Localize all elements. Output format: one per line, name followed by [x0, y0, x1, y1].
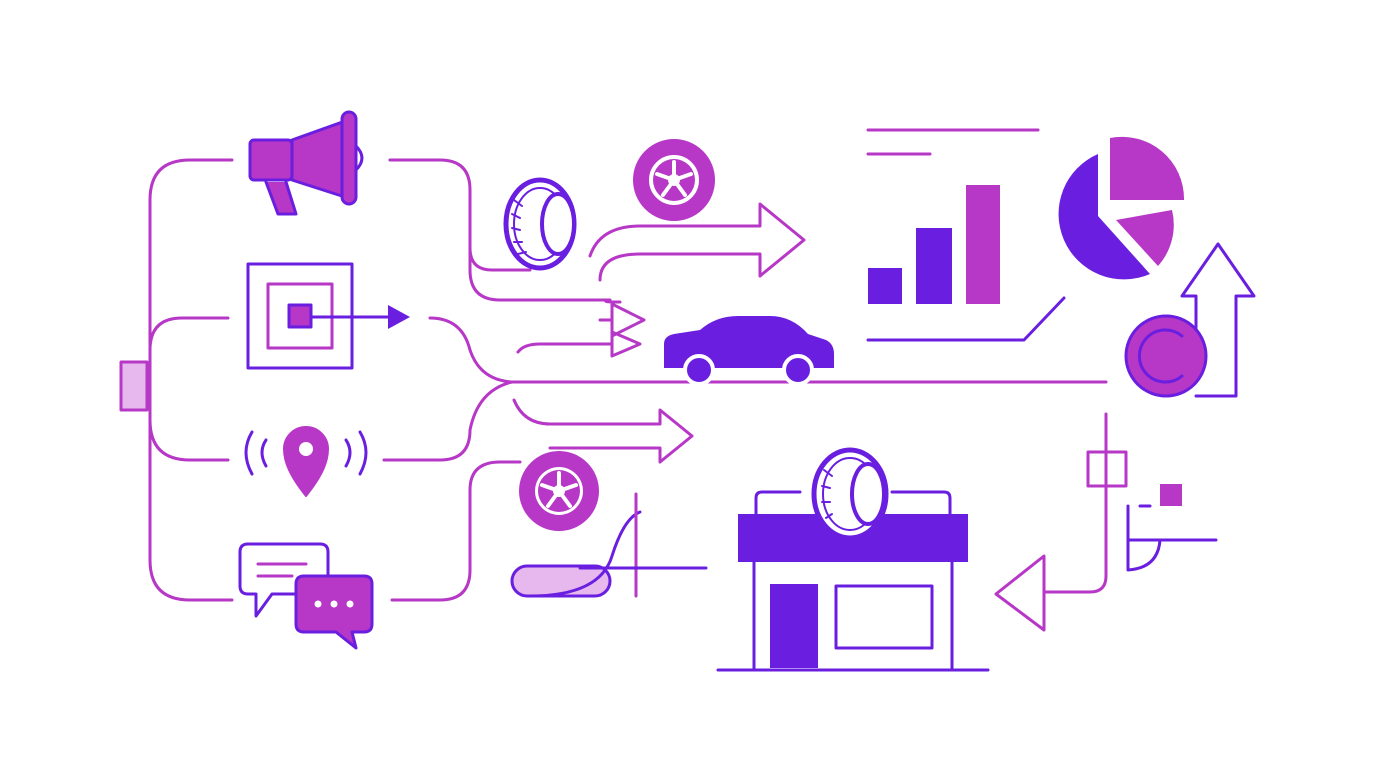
flow-arrow-2 [558, 298, 646, 338]
bar-1 [868, 268, 902, 304]
bar-chart-icon [866, 185, 1066, 342]
small-growth-graph-icon [1126, 484, 1218, 572]
return-path [994, 412, 1128, 632]
growth-curve-icon [510, 492, 708, 598]
wheel-rim-icon-lower [519, 451, 599, 531]
car-icon [664, 316, 834, 386]
wheel-rim-icon [633, 139, 715, 221]
flow-arrow-1 [588, 202, 806, 282]
bracket-handle [119, 360, 149, 412]
target-square-icon [246, 262, 410, 370]
flow-arrows [512, 202, 806, 464]
location-pin-broadcast-icon [244, 426, 368, 497]
pie-chart-icon [1058, 136, 1185, 280]
channel-connectors [382, 158, 1108, 602]
chat-bubbles-icon [238, 542, 374, 650]
tire-shop-icon [716, 447, 990, 672]
coin-growth-arrow-icon [1124, 242, 1256, 398]
analytics-header-lines [866, 128, 1040, 156]
tire-icon [503, 177, 577, 271]
flow-arrow-3 [516, 330, 642, 358]
flow-arrow-4 [512, 398, 694, 464]
bar-3 [966, 185, 1000, 304]
left-channel-bracket [148, 158, 234, 602]
bar-2 [916, 228, 952, 304]
megaphone-icon [248, 110, 364, 216]
